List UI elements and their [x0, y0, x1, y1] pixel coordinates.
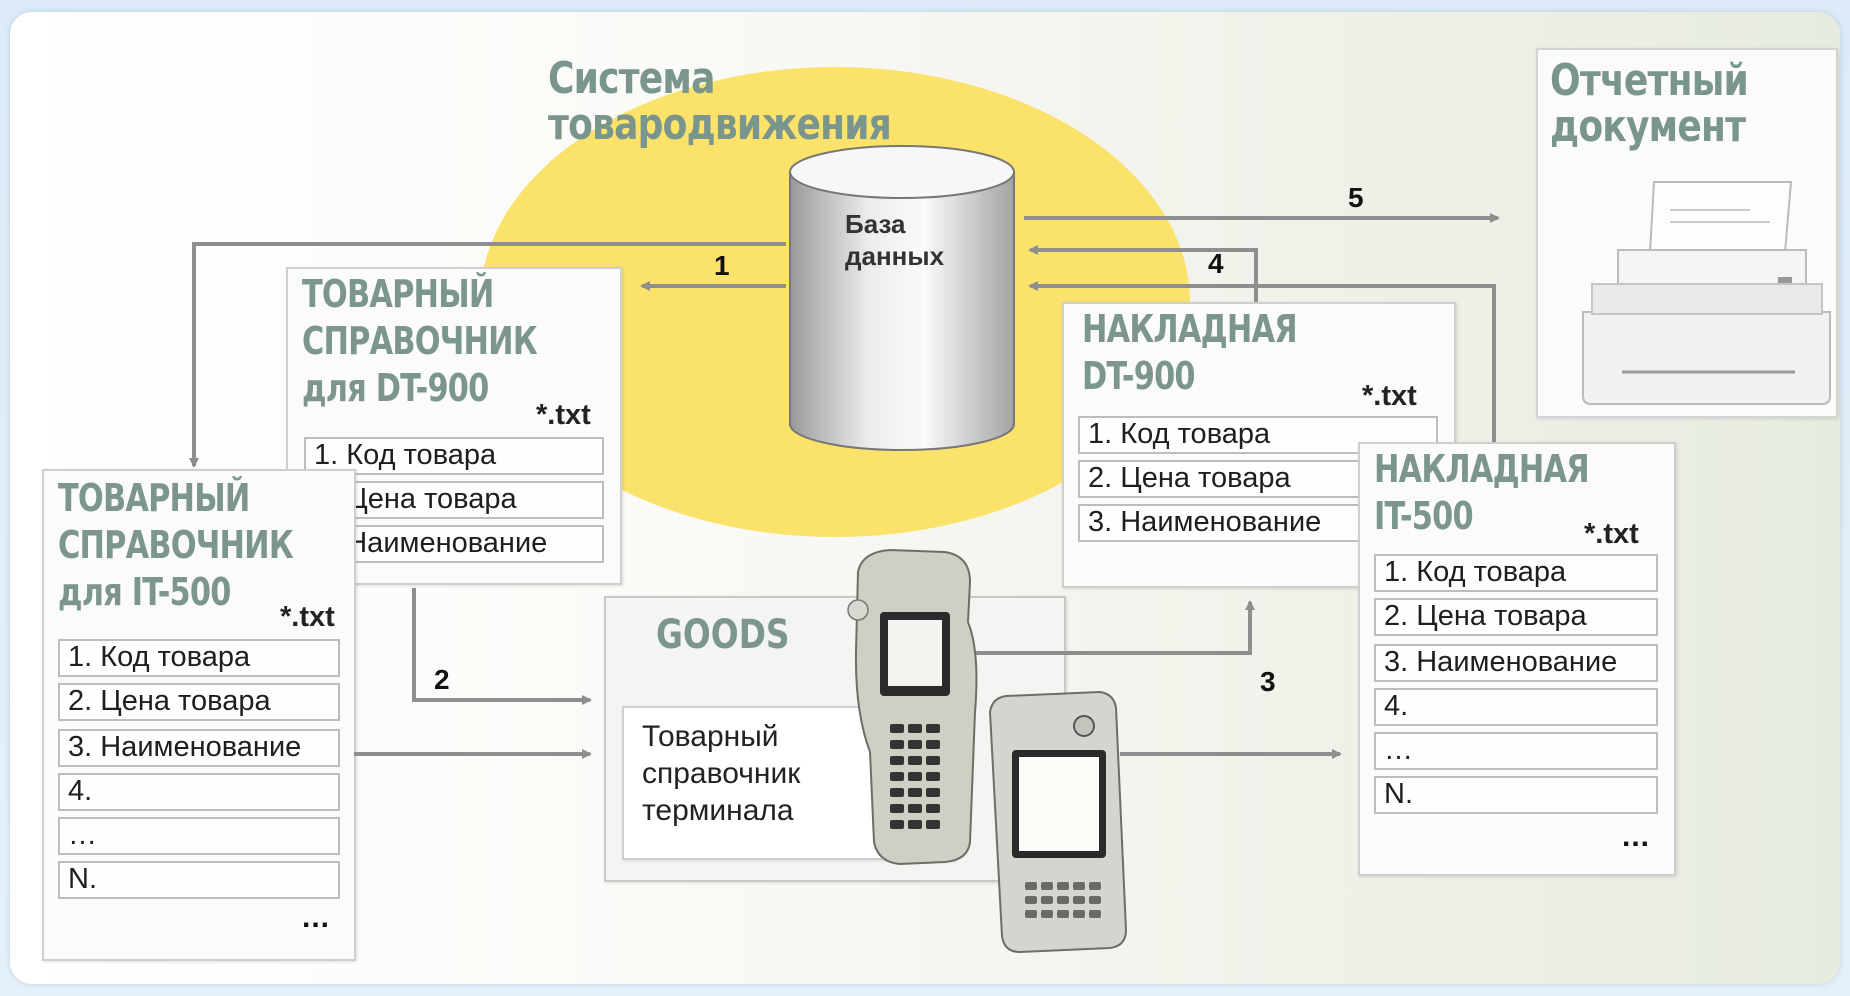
catalog-it500-row-6: N.	[58, 861, 340, 899]
goods-box: GOODS Товарный справочник терминала	[604, 596, 1066, 882]
invoice-dt900-title-line2: DT-900	[1082, 354, 1196, 398]
report-caption-line1: Отчетный	[1550, 55, 1749, 106]
goods-text-line1: Товарный	[642, 720, 779, 753]
catalog-it500-row-2: 2. Цена товара	[58, 683, 340, 721]
invoice-dt900-title: НАКЛАДНАЯ DT-900	[1082, 306, 1298, 400]
goods-text-line2: справочник	[642, 757, 801, 790]
diagram-canvas: Система товародвижения Отчетный документ	[10, 12, 1840, 984]
invoice-it500-row-5: …	[1374, 732, 1658, 770]
invoice-it500-card: НАКЛАДНАЯ IT-500 *.txt 1. Код товара 2. …	[1358, 442, 1676, 876]
catalog-it500-row-3: 3. Наименование	[58, 729, 340, 767]
arrow-number-3: 3	[1260, 666, 1276, 697]
invoice-it500-ext: *.txt	[1584, 518, 1639, 550]
system-caption: Система товародвижения	[548, 53, 892, 151]
catalog-dt900-title: ТОВАРНЫЙ СПРАВОЧНИК для DT-900	[302, 271, 538, 412]
goods-terminal-catalog-panel: Товарный справочник терминала	[622, 706, 956, 860]
catalog-it500-more: ...	[302, 901, 331, 934]
invoice-it500-row-6: N.	[1374, 776, 1658, 814]
database-label-line2: данных	[845, 241, 945, 271]
invoice-it500-row-1: 1. Код товара	[1374, 554, 1658, 592]
invoice-it500-row-2: 2. Цена товара	[1374, 598, 1658, 636]
catalog-it500-ext: *.txt	[280, 601, 335, 633]
catalog-dt900-title-line2: СПРАВОЧНИК	[302, 319, 538, 363]
catalog-dt900-ext: *.txt	[536, 399, 591, 431]
catalog-it500-card: ТОВАРНЫЙ СПРАВОЧНИК для IT-500 *.txt 1. …	[42, 469, 356, 961]
catalog-dt900-title-line1: ТОВАРНЫЙ	[302, 272, 494, 316]
invoice-it500-title: НАКЛАДНАЯ IT-500	[1374, 446, 1590, 540]
invoice-it500-title-line1: НАКЛАДНАЯ	[1374, 447, 1590, 491]
goods-text-line3: терминала	[642, 794, 794, 827]
report-caption-line2: документ	[1550, 101, 1746, 153]
goods-terminal-catalog-text: Товарный справочник терминала	[642, 718, 800, 829]
system-caption-line1: Система	[548, 53, 715, 104]
invoice-it500-row-3: 3. Наименование	[1374, 644, 1658, 682]
arrow-number-2: 2	[434, 664, 450, 695]
catalog-it500-row-1: 1. Код товара	[58, 639, 340, 677]
invoice-dt900-title-line1: НАКЛАДНАЯ	[1082, 307, 1298, 351]
catalog-dt900-title-line3: для DT-900	[302, 366, 489, 410]
database-label-line1: База	[845, 209, 906, 239]
system-caption-line2: товародвижения	[548, 99, 892, 151]
catalog-it500-title-line2: СПРАВОЧНИК	[58, 523, 294, 567]
catalog-it500-title: ТОВАРНЫЙ СПРАВОЧНИК для IT-500	[58, 475, 294, 616]
catalog-it500-row-4: 4.	[58, 773, 340, 811]
arrow-number-1: 1	[714, 250, 730, 281]
invoice-it500-title-line2: IT-500	[1374, 494, 1474, 538]
invoice-it500-row-4: 4.	[1374, 688, 1658, 726]
arrow-number-5: 5	[1348, 182, 1364, 213]
database-label: База данных	[845, 208, 944, 272]
invoice-it500-more: ...	[1622, 820, 1651, 853]
report-document-box: Отчетный документ	[1536, 48, 1838, 418]
invoice-dt900-ext: *.txt	[1362, 380, 1417, 412]
catalog-it500-title-line3: для IT-500	[58, 570, 231, 614]
catalog-it500-title-line1: ТОВАРНЫЙ	[58, 476, 250, 520]
report-caption: Отчетный документ	[1550, 55, 1749, 153]
arrow-number-4: 4	[1208, 248, 1224, 279]
goods-title: GOODS	[656, 612, 790, 658]
catalog-it500-row-5: …	[58, 817, 340, 855]
